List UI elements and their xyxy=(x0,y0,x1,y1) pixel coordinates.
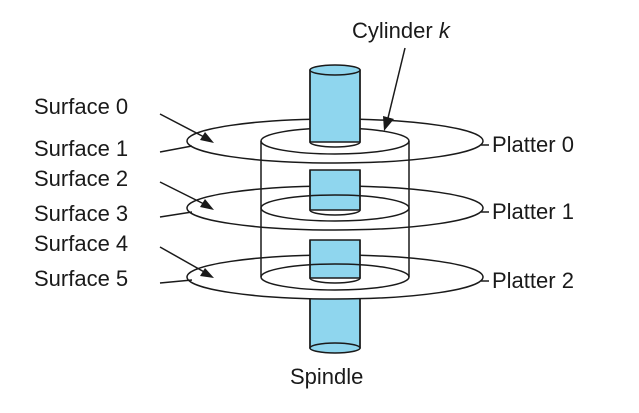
platter-0-label: Platter 0 xyxy=(492,132,574,157)
surface-2-label: Surface 2 xyxy=(34,166,128,191)
surface-4-label: Surface 4 xyxy=(34,231,128,256)
surface-3-leader xyxy=(159,211,193,218)
cylinder-arrowhead xyxy=(383,116,394,131)
surface-0-arrowhead xyxy=(200,132,214,143)
surface-5-label: Surface 5 xyxy=(34,266,128,291)
surface-1-leader xyxy=(159,145,193,153)
cylinder-arrow-line xyxy=(387,47,406,119)
surface-5-leader xyxy=(159,279,193,284)
surface-labels: Surface 0 Surface 1 Surface 2 Surface 3 … xyxy=(34,94,128,291)
surface-1-label: Surface 1 xyxy=(34,136,128,161)
surface-4-arrowhead xyxy=(200,268,214,278)
platter-1-label: Platter 1 xyxy=(492,199,574,224)
spindle-middle-lower xyxy=(309,239,361,284)
surface-0-label: Surface 0 xyxy=(34,94,128,119)
spindle-middle-upper xyxy=(309,169,361,216)
cylinder-label: Cylinder k xyxy=(352,18,451,131)
surface-2-arrowhead xyxy=(200,199,214,210)
cylinder-k xyxy=(260,127,410,291)
platter-2-label: Platter 2 xyxy=(492,268,574,293)
surface-4-leader xyxy=(159,246,207,274)
platter-labels: Platter 0 Platter 1 Platter 2 xyxy=(481,132,574,293)
surface-0-leader xyxy=(159,113,207,139)
surface-3-label: Surface 3 xyxy=(34,201,128,226)
spindle-label: Spindle xyxy=(290,364,363,389)
spindle-top xyxy=(309,64,361,148)
surface-leaders xyxy=(159,113,214,284)
cylinder-label-text: Cylinder k xyxy=(352,18,451,43)
surface-2-leader xyxy=(159,181,207,206)
